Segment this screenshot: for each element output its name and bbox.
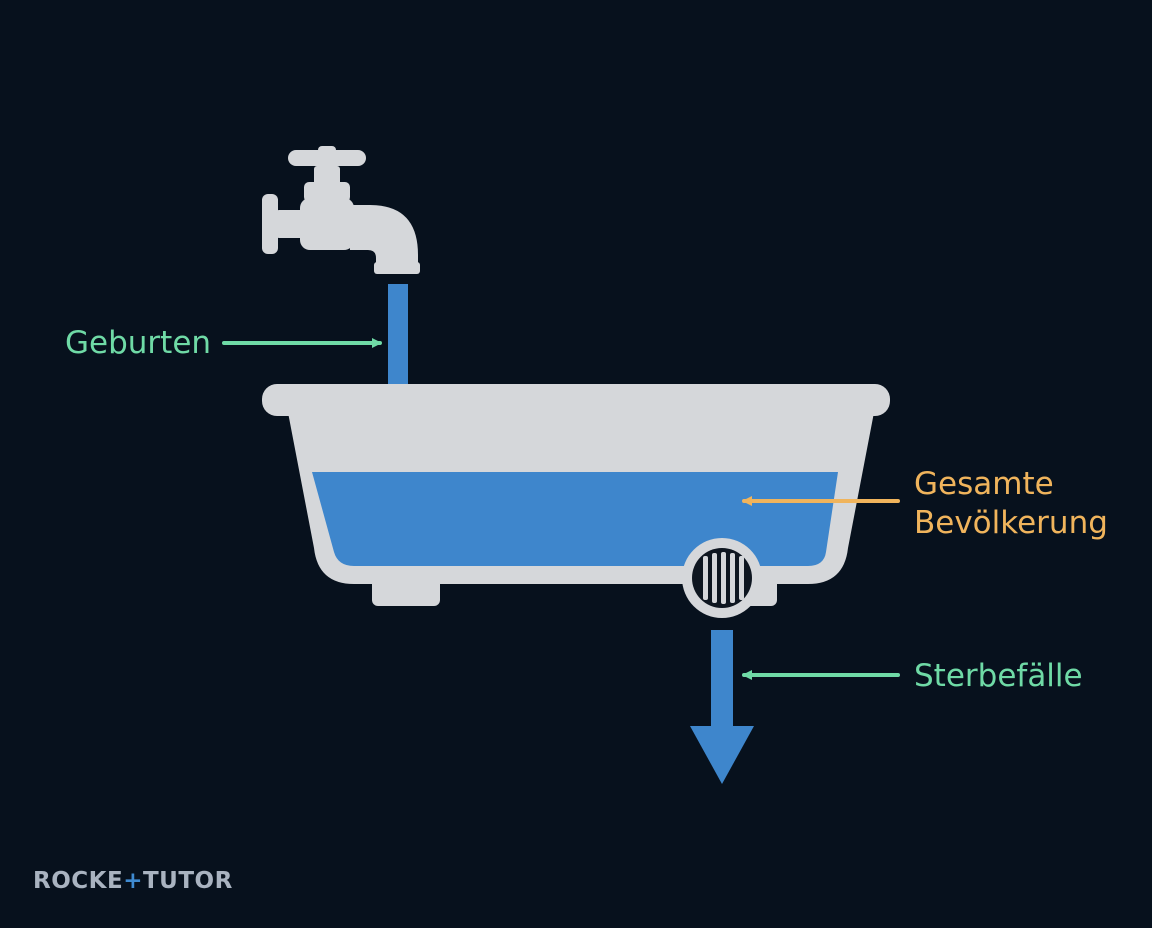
logo-part2: TUTOR [142, 868, 233, 894]
rocketutor-logo: ROCKE+TUTOR [33, 868, 233, 894]
outflow-label: Sterbefälle [914, 658, 1083, 694]
water-level [312, 472, 838, 566]
bathtub-icon [262, 384, 890, 606]
outflow-stream [690, 630, 754, 784]
inflow-label: Geburten [65, 325, 211, 361]
drain-icon [682, 538, 762, 618]
logo-plus: + [123, 868, 143, 894]
faucet-icon [262, 146, 420, 274]
stock-label-line2: Bevölkerung [914, 505, 1108, 541]
stock-label-line1: Gesamte [914, 466, 1054, 502]
logo-part1: ROCKE [33, 868, 124, 894]
